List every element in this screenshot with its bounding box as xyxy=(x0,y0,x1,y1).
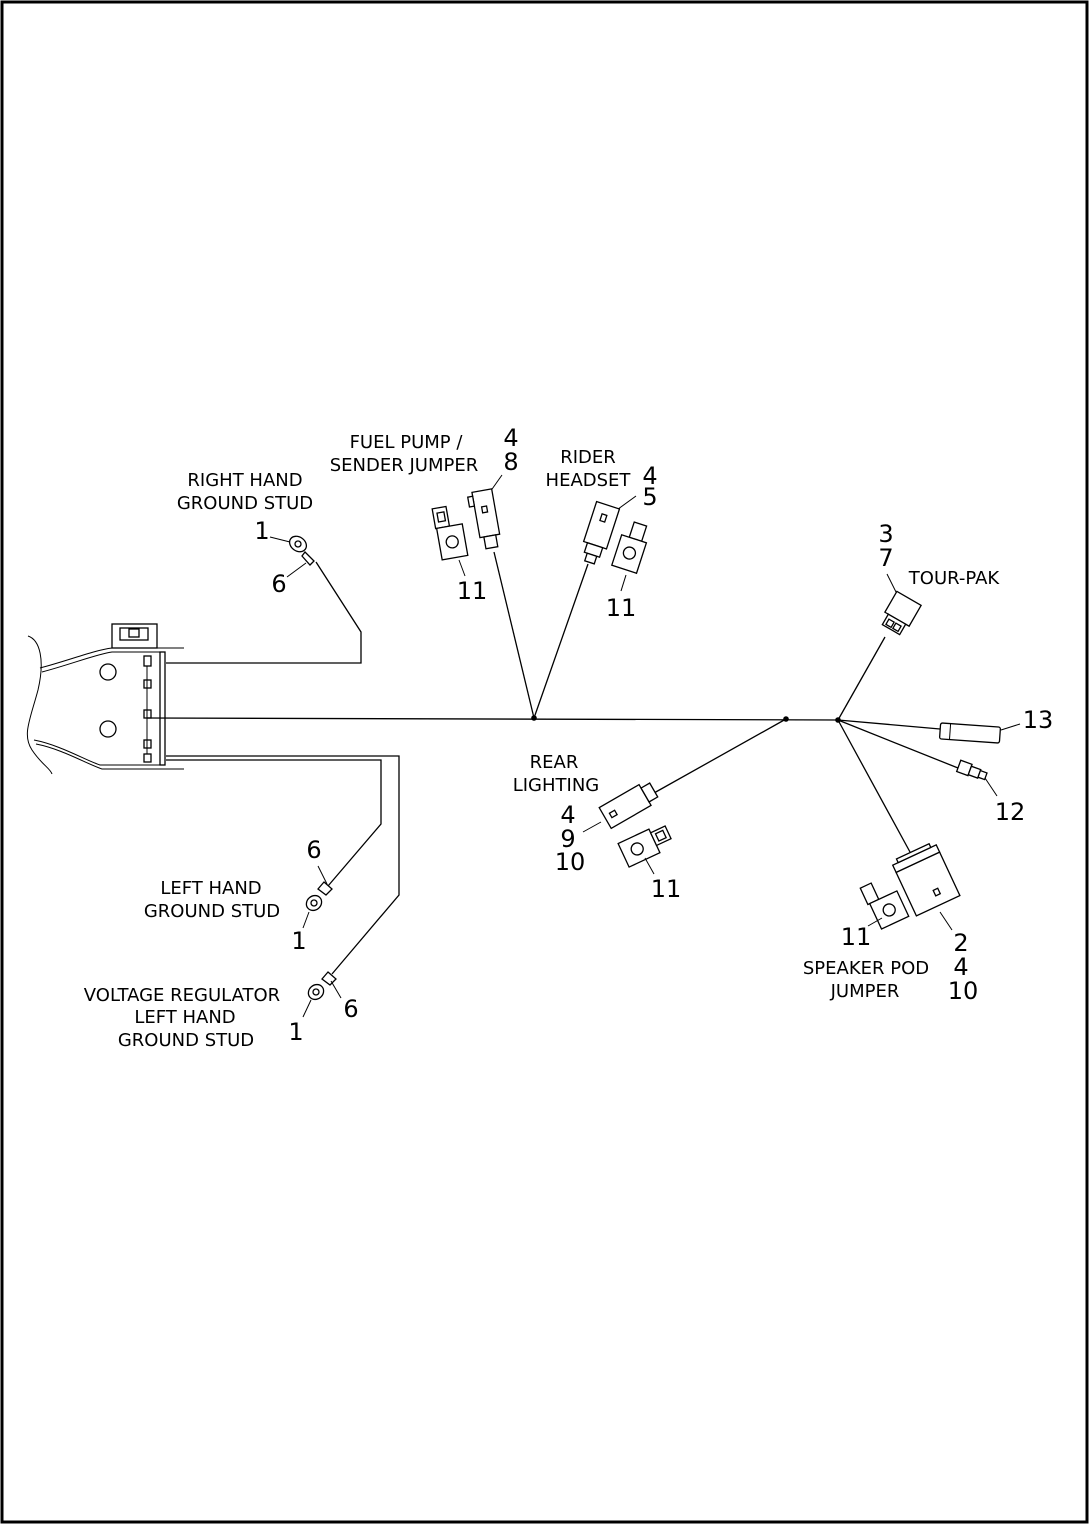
callout-fuel-pump-a: 4 xyxy=(503,424,518,452)
left-hand-ground-stud-label-line1: LEFT HAND xyxy=(160,878,261,899)
callout-rear-lighting-b: 9 xyxy=(560,825,575,853)
voltage-regulator-label-line3: GROUND STUD xyxy=(118,1030,254,1051)
harness-wires xyxy=(146,551,959,975)
connector-icon xyxy=(891,842,961,917)
item-13-group: 13 xyxy=(938,706,1054,744)
speaker-pod-label-line1: SPEAKER POD xyxy=(803,958,929,979)
clip-icon xyxy=(431,505,469,561)
rear-lighting-group: REAR LIGHTING 4 9 10 11 xyxy=(513,752,682,903)
callout-rh-ground-wire: 6 xyxy=(271,570,286,598)
voltage-regulator-label-line2: LEFT HAND xyxy=(134,1007,235,1028)
callout-rider-headset-clip: 11 xyxy=(606,594,637,622)
rider-headset-label-line2: HEADSET xyxy=(546,470,632,491)
callout-speaker-pod-c: 10 xyxy=(948,977,979,1005)
callout-fuel-pump-clip: 11 xyxy=(457,577,488,605)
fuel-pump-group: FUEL PUMP / SENDER JUMPER 4 8 11 xyxy=(330,424,519,605)
callout-fuel-pump-b: 8 xyxy=(503,448,518,476)
right-hand-ground-stud-label-line1: RIGHT HAND xyxy=(187,470,302,491)
callout-rider-headset-a: 4 xyxy=(642,462,657,490)
callout-rear-lighting-a: 4 xyxy=(560,801,575,829)
clip-icon xyxy=(617,825,672,868)
connector-icon xyxy=(598,782,659,830)
callout-rh-ground-terminal: 1 xyxy=(254,517,269,545)
right-hand-ground-stud-group: RIGHT HAND GROUND STUD 1 6 xyxy=(177,470,315,598)
connector-icon xyxy=(881,590,923,636)
speaker-pod-label-line2: JUMPER xyxy=(830,981,900,1002)
rear-lighting-label-line2: LIGHTING xyxy=(513,775,600,796)
plug-icon xyxy=(938,722,1002,744)
callout-item-12: 12 xyxy=(995,798,1026,826)
callout-speaker-pod-a: 2 xyxy=(953,929,968,957)
connector-icon xyxy=(582,500,621,565)
voltage-regulator-ground-group: VOLTAGE REGULATOR LEFT HAND GROUND STUD … xyxy=(84,971,359,1051)
frame-section xyxy=(26,623,184,775)
fuel-pump-label-line2: SENDER JUMPER xyxy=(330,455,478,476)
callout-lh-ground-terminal: 1 xyxy=(291,927,306,955)
callout-speaker-pod-clip: 11 xyxy=(841,923,872,951)
callout-rear-lighting-clip: 11 xyxy=(651,875,682,903)
callout-tour-pak-a: 3 xyxy=(878,520,893,548)
callout-vr-ground-terminal: 1 xyxy=(288,1018,303,1046)
left-hand-ground-stud-group: 6 LEFT HAND GROUND STUD 1 xyxy=(144,836,333,955)
callout-tour-pak-b: 7 xyxy=(878,544,893,572)
ring-terminal-icon xyxy=(307,971,337,1001)
rider-headset-label-line1: RIDER xyxy=(560,447,616,468)
left-hand-ground-stud-label-line2: GROUND STUD xyxy=(144,901,280,922)
tour-pak-label: TOUR-PAK xyxy=(908,568,1001,589)
clip-icon xyxy=(610,521,648,575)
callout-item-13: 13 xyxy=(1023,706,1054,734)
fuel-pump-label-line1: FUEL PUMP / xyxy=(350,432,464,453)
speaker-pod-group: 11 2 4 10 SPEAKER POD JUMPER xyxy=(803,842,979,1005)
small-connector-icon xyxy=(955,759,988,781)
item-12-group: 12 xyxy=(955,759,1026,826)
callout-rider-headset-b: 5 xyxy=(642,483,657,511)
callout-lh-ground-wire: 6 xyxy=(306,836,321,864)
rear-lighting-label-line1: REAR xyxy=(530,752,579,773)
voltage-regulator-label-line1: VOLTAGE REGULATOR xyxy=(84,985,280,1006)
callout-rear-lighting-c: 10 xyxy=(555,848,586,876)
callout-speaker-pod-b: 4 xyxy=(953,953,968,981)
rider-headset-group: RIDER HEADSET 4 5 11 xyxy=(546,447,658,622)
callout-vr-ground-wire: 6 xyxy=(343,995,358,1023)
right-hand-ground-stud-label-line2: GROUND STUD xyxy=(177,493,313,514)
ring-terminal-icon xyxy=(305,881,333,912)
ring-terminal-icon xyxy=(288,535,315,566)
connector-icon xyxy=(466,488,501,550)
tour-pak-group: 3 7 TOUR-PAK xyxy=(878,520,1001,636)
